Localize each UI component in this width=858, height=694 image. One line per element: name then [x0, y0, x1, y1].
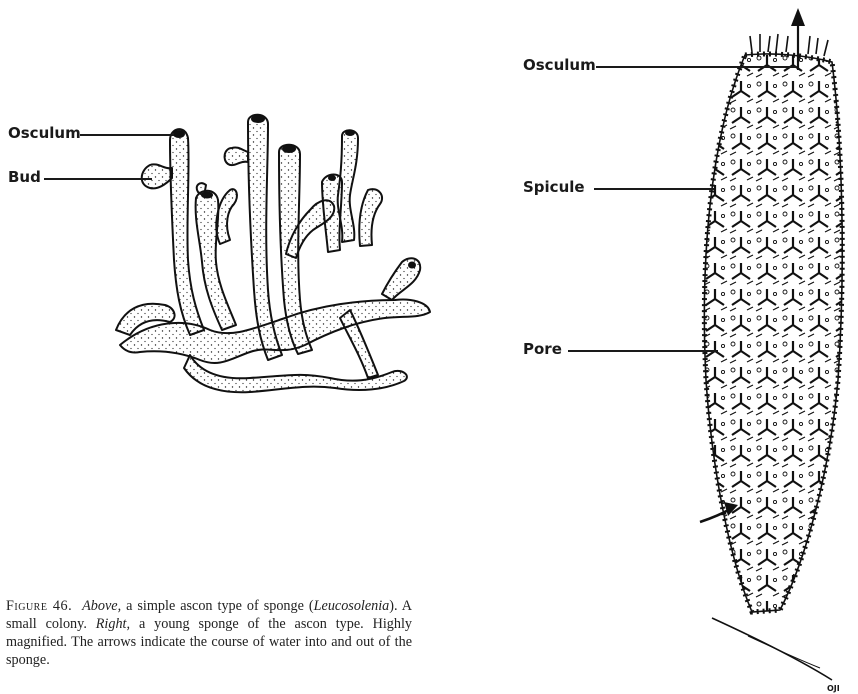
caption-right: Right, — [96, 616, 130, 632]
caption-part1: a simple ascon type of sponge ( — [121, 598, 313, 614]
artist-signature: OJI — [827, 684, 840, 693]
label-pore: Pore — [523, 340, 562, 358]
ascon-sponge-drawing — [700, 8, 842, 680]
leader-spicule — [594, 188, 714, 190]
label-spicule: Spicule — [523, 178, 585, 196]
ascon-colony-drawing — [116, 115, 430, 393]
leader-bud — [44, 178, 152, 180]
caption-genus: Leucosolenia — [314, 598, 390, 614]
leader-osculum-right — [596, 66, 796, 68]
label-osculum-right: Osculum — [523, 56, 596, 74]
caption-above: Above, — [82, 598, 121, 614]
leader-osculum-left — [80, 134, 174, 136]
label-bud: Bud — [8, 168, 41, 186]
leader-pore — [568, 350, 718, 352]
figure-caption: Figure 46. Above, a simple ascon type of… — [6, 597, 412, 669]
figure-number: Figure 46. — [6, 598, 72, 614]
label-osculum-left: Osculum — [8, 124, 81, 142]
